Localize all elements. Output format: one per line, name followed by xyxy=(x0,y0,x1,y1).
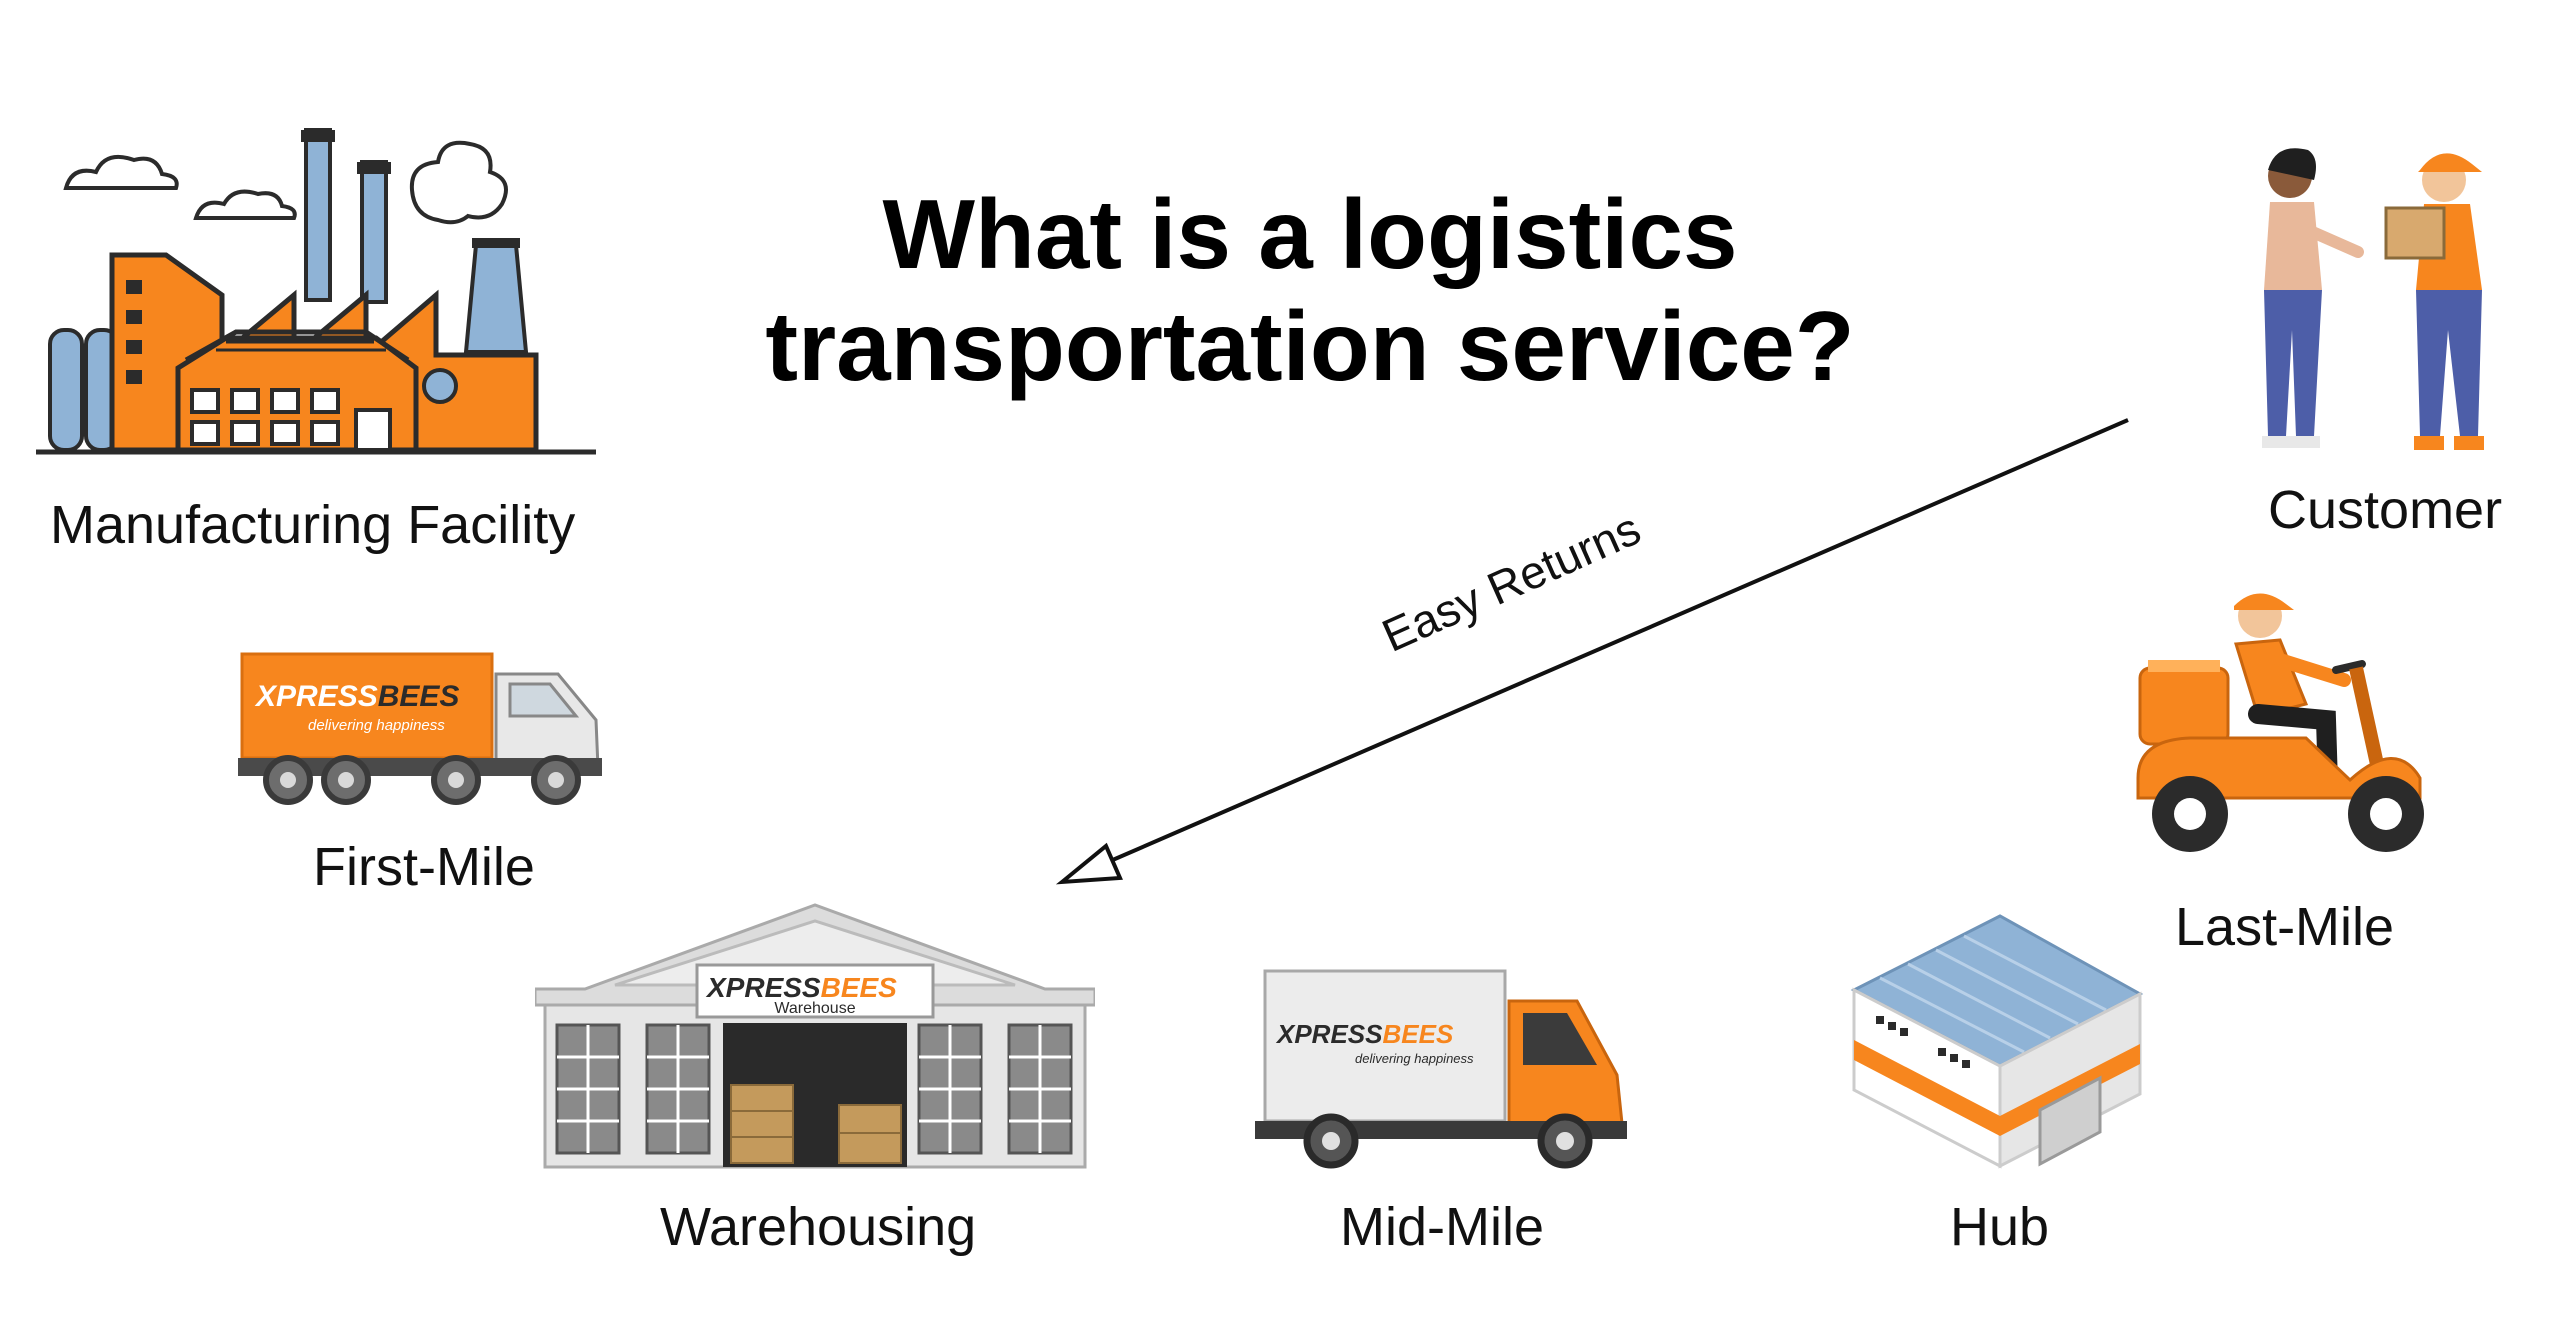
warehouse-brand-part1: XPRESS xyxy=(705,972,821,1003)
svg-text:XPRESSBEES: XPRESSBEES xyxy=(1275,1019,1454,1049)
easy-returns-label: Easy Returns xyxy=(1374,501,1648,662)
label-last-mile: Last-Mile xyxy=(2175,897,2395,957)
label-customer: Customer xyxy=(2268,480,2503,540)
first-mile-truck-icon: XPRESSBEES delivering happiness xyxy=(238,652,602,805)
hub-building-icon xyxy=(1850,914,2144,1169)
title-line-2: transportation service? xyxy=(765,291,1855,401)
mid-mile-brand-tagline: delivering happiness xyxy=(1355,1051,1474,1066)
warehouse-caption: Warehouse xyxy=(774,1000,855,1017)
mid-mile-brand-part2: BEES xyxy=(1383,1019,1454,1049)
first-mile-brand-tagline: delivering happiness xyxy=(308,717,445,734)
label-manufacturing-facility: Manufacturing Facility xyxy=(50,495,576,555)
title-line-1: What is a logistics xyxy=(882,179,1738,289)
svg-text:XPRESSBEES: XPRESSBEES xyxy=(254,680,459,713)
label-warehousing: Warehousing xyxy=(660,1197,977,1257)
svg-text:XPRESSBEES: XPRESSBEES xyxy=(705,972,897,1003)
label-mid-mile: Mid-Mile xyxy=(1340,1197,1545,1257)
first-mile-brand-part1: XPRESS xyxy=(254,680,378,713)
page-title: What is a logistics transportation servi… xyxy=(700,178,1920,402)
label-first-mile: First-Mile xyxy=(313,837,535,897)
customer-handover-icon xyxy=(2262,148,2484,450)
last-mile-scooter-icon xyxy=(2136,593,2424,852)
factory-icon xyxy=(36,128,596,455)
first-mile-brand-part2: BEES xyxy=(378,680,460,713)
warehouse-icon: XPRESSBEES Warehouse xyxy=(535,903,1095,1169)
mid-mile-truck-icon: XPRESSBEES delivering happiness xyxy=(1255,969,1627,1169)
mid-mile-brand-part1: XPRESS xyxy=(1275,1019,1383,1049)
warehouse-brand-part2: BEES xyxy=(821,972,898,1003)
label-hub: Hub xyxy=(1950,1197,2050,1257)
